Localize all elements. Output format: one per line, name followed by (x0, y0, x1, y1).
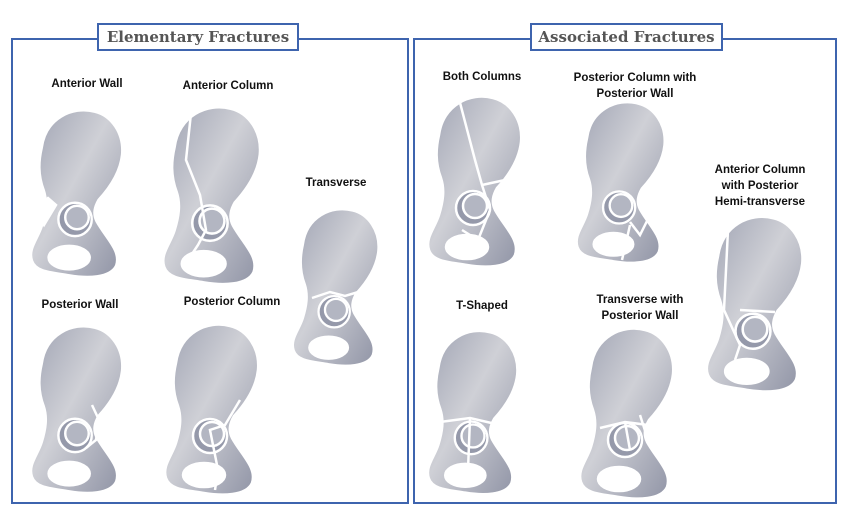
bone-anterior-column-posterior-hemitransverse (705, 215, 804, 393)
bone-both-columns (426, 94, 523, 268)
bone-anterior-column (161, 103, 262, 286)
bone-posterior-column-posterior-wall (575, 100, 666, 265)
label-transverse-with: Transverse with (596, 294, 684, 306)
label-posterior-column-with: Posterior Column with (573, 72, 697, 84)
elementary-title: Elementary Fractures (97, 23, 299, 51)
label-posterior-column: Posterior Column (183, 296, 281, 308)
label-hemi-transverse: Hemi-transverse (714, 196, 806, 208)
label-posterior-wall-3: Posterior Wall (601, 310, 679, 322)
label-anterior-wall: Anterior Wall (51, 78, 123, 90)
label-posterior-wall-2: Posterior Wall (596, 88, 674, 100)
associated-title: Associated Fractures (530, 23, 723, 51)
label-transverse: Transverse (305, 177, 367, 189)
bone-posterior-column (163, 323, 260, 496)
bone-transverse (291, 207, 380, 367)
label-with-posterior: with Posterior (721, 180, 799, 192)
label-posterior-wall: Posterior Wall (41, 299, 119, 311)
bone-anterior-wall (29, 108, 124, 279)
bone-posterior-wall (29, 324, 124, 495)
bone-t-shaped (426, 329, 519, 496)
label-anterior-column: Anterior Column (182, 80, 274, 92)
label-both-columns: Both Columns (442, 71, 522, 83)
bone-transverse-posterior-wall (578, 327, 675, 500)
label-anterior-column-2: Anterior Column (714, 164, 806, 176)
label-t-shaped: T-Shaped (456, 300, 508, 312)
